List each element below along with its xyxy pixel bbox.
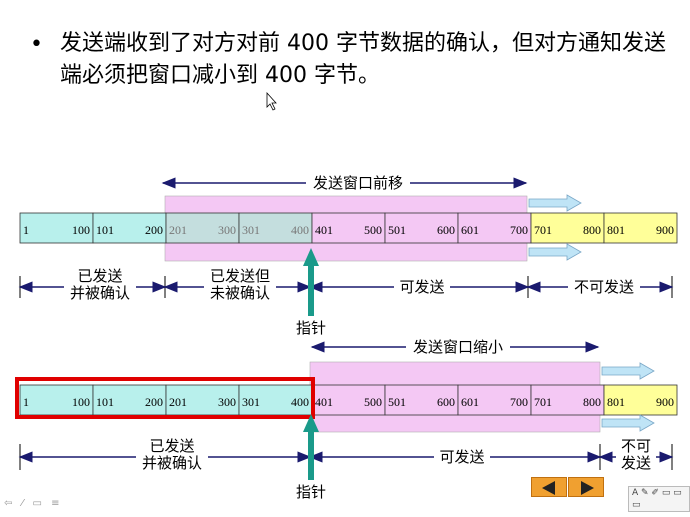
segment-end-label: 200 (145, 395, 163, 409)
segment-end-label: 100 (72, 395, 90, 409)
segment-start-label: 401 (315, 223, 333, 237)
pointer-label: 指针 (296, 319, 326, 337)
byte-segment (603, 384, 678, 416)
segment-start-label: 701 (534, 395, 552, 409)
window-label: 发送窗口前移 (313, 174, 403, 192)
segment-start-label: 801 (607, 223, 625, 237)
window-label-bg (306, 175, 410, 194)
triangle-left-icon (542, 481, 555, 495)
byte-segment (92, 212, 167, 244)
pointer-arrow-icon (303, 248, 319, 316)
segment-end-label: 300 (218, 223, 236, 237)
segment-end-label: 900 (656, 223, 674, 237)
tool-menu-icon[interactable]: ≡ (51, 498, 60, 509)
pointer-label: 指针 (296, 483, 326, 501)
bullet-point: • 发送端收到了对方对前 400 字节数据的确认，但对方通知发送端必须把窗口减小… (30, 28, 670, 92)
byte-segment (19, 384, 94, 416)
byte-segment (384, 212, 459, 244)
region-label-blocked: 不可发送 (574, 278, 634, 296)
byte-segment (238, 212, 313, 244)
byte-segment (19, 212, 94, 244)
byte-segment (384, 384, 459, 416)
segment-end-label: 600 (437, 223, 455, 237)
segment-end-label: 800 (583, 223, 601, 237)
segment-start-label: 1 (23, 395, 29, 409)
segment-end-label: 300 (218, 395, 236, 409)
segment-start-label: 201 (169, 395, 187, 409)
byte-segment (457, 384, 532, 416)
region-label-acked: 已发送 (149, 437, 194, 455)
segment-start-label: 101 (96, 223, 114, 237)
byte-segment (311, 384, 386, 416)
byte-segment (603, 212, 678, 244)
segment-end-label: 400 (291, 395, 309, 409)
segment-end-label: 500 (364, 395, 382, 409)
region-label-sendable: 可发送 (399, 278, 444, 296)
segment-end-label: 400 (291, 223, 309, 237)
segment-end-label: 700 (510, 395, 528, 409)
region-label-acked: 并被确认 (142, 454, 202, 472)
segment-end-label: 700 (510, 223, 528, 237)
block-arrow-icon (601, 414, 655, 432)
region-label-acked: 已发送 (77, 267, 122, 285)
segment-end-label: 900 (656, 395, 674, 409)
segment-start-label: 301 (242, 395, 260, 409)
segment-end-label: 800 (583, 395, 601, 409)
segment-end-label: 200 (145, 223, 163, 237)
byte-segment (530, 384, 605, 416)
segment-start-label: 1 (23, 223, 29, 237)
region-label-blocked-bg (568, 279, 640, 298)
ink-toolbar[interactable]: A ✎ ✐ ▭ ▭ ▭ (628, 486, 690, 512)
segment-start-label: 501 (388, 223, 406, 237)
segment-start-label: 401 (315, 395, 333, 409)
region-label-unacked: 已发送但 (210, 267, 270, 285)
region-label-sendable: 可发送 (439, 448, 484, 466)
byte-segment (165, 212, 240, 244)
segment-start-label: 301 (242, 223, 260, 237)
acked-highlight (15, 377, 315, 419)
segment-end-label: 600 (437, 395, 455, 409)
region-label-blocked: 发送 (621, 454, 651, 472)
segment-start-label: 501 (388, 395, 406, 409)
bullet-text: 发送端收到了对方对前 400 字节数据的确认，但对方通知发送端必须把窗口减小到 … (60, 31, 666, 88)
region-label-acked-bg (136, 438, 208, 474)
segment-start-label: 101 (96, 395, 114, 409)
window-label-bg (406, 339, 510, 358)
segment-start-label: 701 (534, 223, 552, 237)
byte-segment (92, 384, 167, 416)
segment-start-label: 601 (461, 395, 479, 409)
next-slide-button[interactable] (568, 477, 604, 497)
bullet-dot: • (30, 32, 43, 57)
region-label-acked: 并被确认 (70, 284, 130, 302)
region-label-sendable-bg (434, 449, 490, 468)
tool-pen-icon[interactable]: ⁄ (21, 498, 24, 509)
triangle-right-icon (581, 481, 594, 495)
block-arrow-icon (528, 243, 582, 261)
block-arrow-icon (601, 362, 655, 380)
segment-start-label: 201 (169, 223, 187, 237)
byte-segment (457, 212, 532, 244)
region-label-blocked: 不可 (621, 437, 651, 455)
region-label-blocked-bg (616, 438, 656, 474)
region-label-acked-bg (64, 268, 136, 304)
region-label-unacked-bg (204, 268, 276, 304)
window-label: 发送窗口缩小 (413, 338, 503, 356)
diagram-1: 1 100 101 200 201 300 301 400 401 500 501 600 601 700… (18, 174, 678, 337)
segment-start-label: 601 (461, 223, 479, 237)
segment-end-label: 500 (364, 223, 382, 237)
slide-tools: ⇦ ⁄ ▭ ≡ (4, 498, 65, 509)
region-label-unacked: 未被确认 (210, 284, 270, 302)
tool-slide-icon[interactable]: ▭ (32, 498, 42, 509)
segment-start-label: 801 (607, 395, 625, 409)
mouse-cursor-icon (266, 91, 277, 111)
pointer-arrow-icon (303, 414, 319, 480)
prev-slide-button[interactable] (531, 477, 567, 497)
region-label-sendable-bg (394, 279, 450, 298)
diagram-2: 1 100 101 200 201 300 301 400 401 500 501 600 601 700… (15, 338, 678, 501)
segment-end-label: 100 (72, 223, 90, 237)
byte-segment (311, 212, 386, 244)
block-arrow-icon (528, 194, 582, 212)
tool-arrow-icon[interactable]: ⇦ (4, 498, 13, 509)
